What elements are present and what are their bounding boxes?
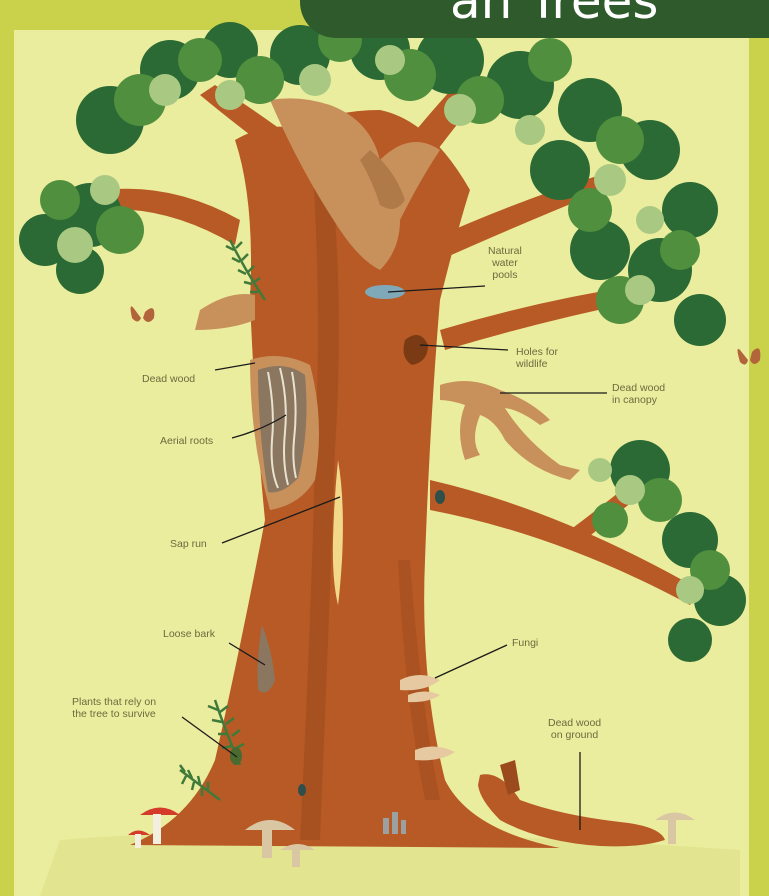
label-natural-water-pools: Natural water pools [488,245,522,281]
beetle-1 [435,490,445,504]
label-dead-wood-in-canopy: Dead wood in canopy [612,382,665,406]
label-fungi: Fungi [512,637,538,649]
label-holes-for-wildlife: Holes for wildlife [516,346,558,370]
label-sap-run: Sap run [170,538,207,550]
label-dead-wood-on-ground: Dead wood on ground [548,717,601,741]
label-loose-bark: Loose bark [163,628,215,640]
page-title: an Trees [450,0,658,30]
label-aerial-roots: Aerial roots [160,435,213,447]
water-pool [365,285,405,299]
label-plants-that-rely: Plants that rely on the tree to survive [72,696,156,720]
beetle-2 [298,784,306,796]
label-dead-wood: Dead wood [142,373,195,385]
